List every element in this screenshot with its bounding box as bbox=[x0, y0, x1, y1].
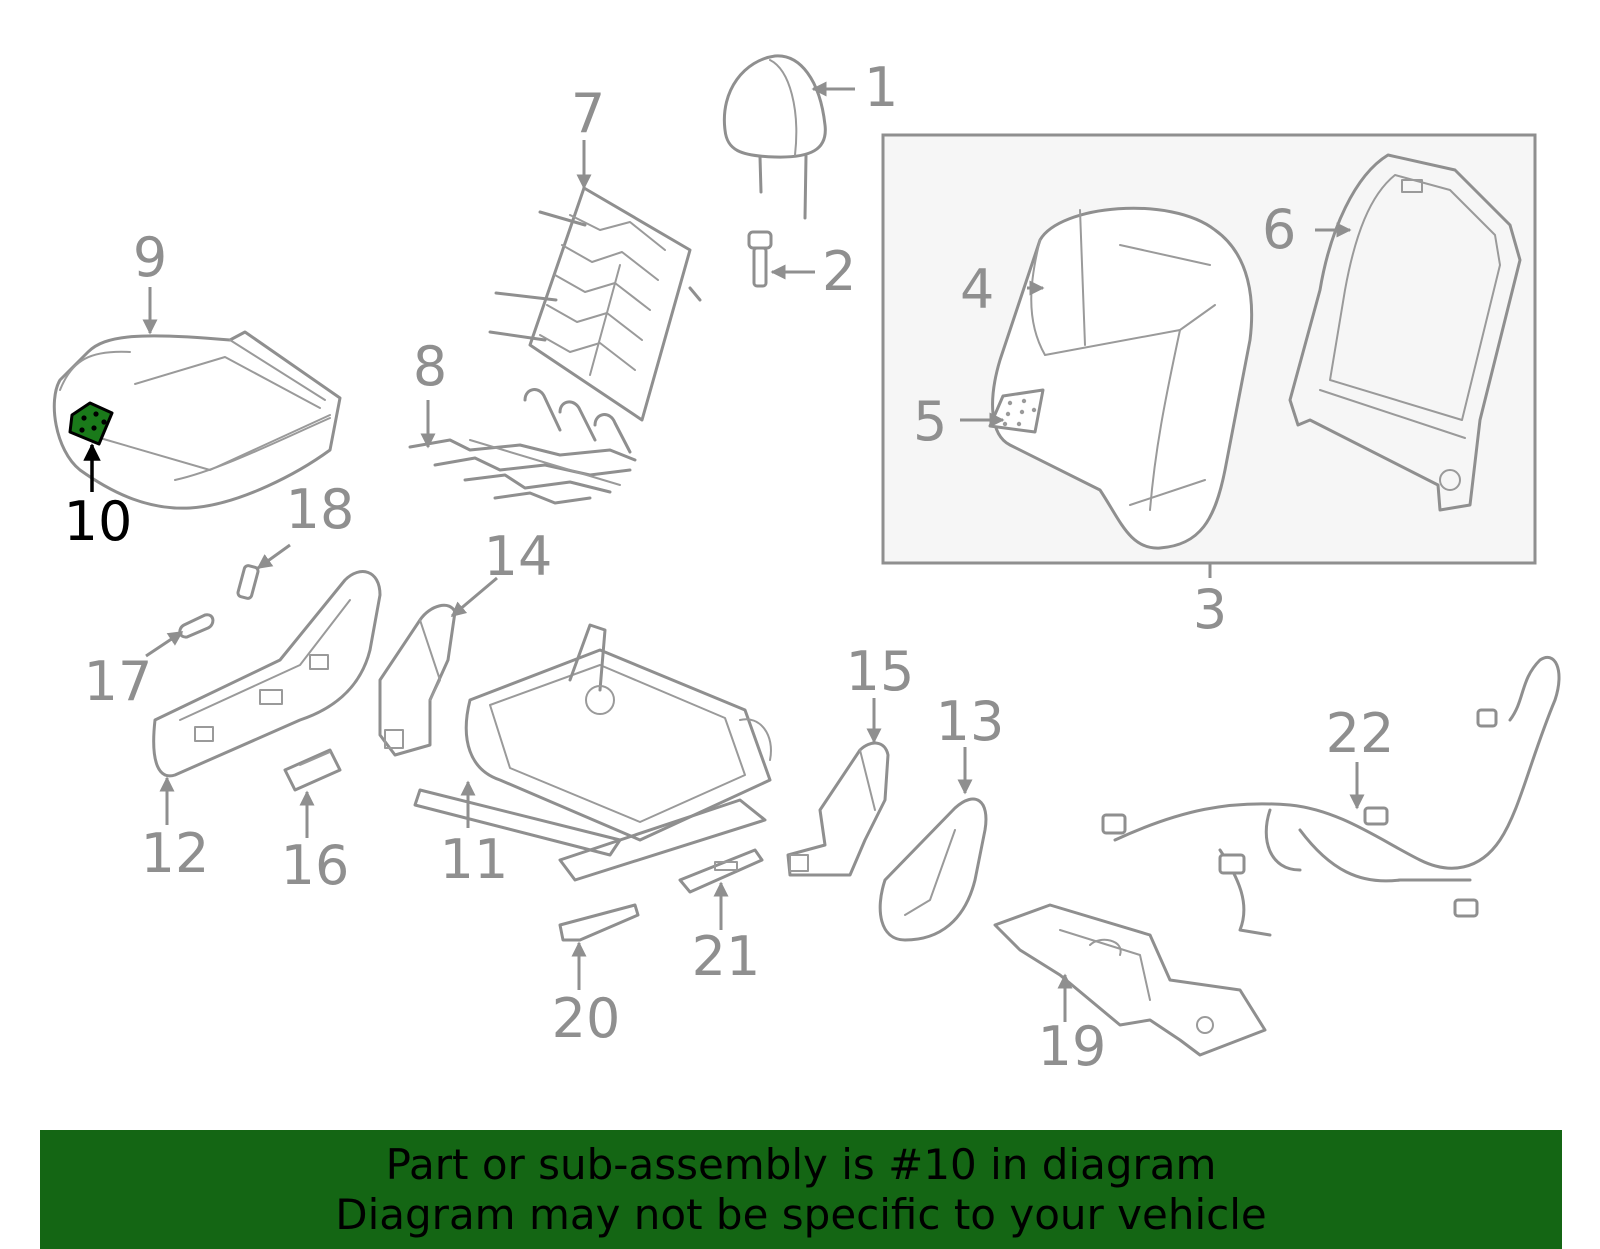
callout-8[interactable]: 8 bbox=[413, 335, 447, 398]
part-rail-cover-21[interactable] bbox=[678, 848, 764, 894]
callout-14[interactable]: 14 bbox=[484, 525, 553, 588]
part-bracket-20[interactable] bbox=[558, 903, 640, 942]
part-headrest[interactable] bbox=[722, 54, 827, 220]
part-wire-harness[interactable] bbox=[1101, 656, 1561, 937]
callout-11[interactable]: 11 bbox=[440, 828, 509, 891]
callout-4[interactable]: 4 bbox=[960, 258, 994, 321]
info-banner: Part or sub-assembly is #10 in diagram D… bbox=[40, 1130, 1562, 1249]
callout-17[interactable]: 17 bbox=[84, 650, 153, 713]
callout-6[interactable]: 6 bbox=[1262, 198, 1296, 261]
callout-15[interactable]: 15 bbox=[846, 640, 915, 703]
callout-2[interactable]: 2 bbox=[822, 240, 856, 303]
callout-7[interactable]: 7 bbox=[571, 82, 605, 145]
callout-18[interactable]: 18 bbox=[286, 478, 355, 541]
callout-5[interactable]: 5 bbox=[913, 390, 947, 453]
part-assembly-19[interactable] bbox=[993, 903, 1267, 1057]
callout-9[interactable]: 9 bbox=[133, 226, 167, 289]
part-side-shield[interactable] bbox=[152, 570, 382, 778]
callout-12[interactable]: 12 bbox=[141, 822, 210, 885]
part-cushion-covering[interactable] bbox=[52, 330, 342, 510]
part-switch-knob[interactable] bbox=[236, 564, 260, 600]
banner-line-disclaimer: Diagram may not be specific to your vehi… bbox=[335, 1189, 1267, 1239]
callout-21[interactable]: 21 bbox=[692, 925, 761, 988]
callout-16[interactable]: 16 bbox=[281, 834, 350, 897]
part-inner-bracket[interactable] bbox=[786, 741, 890, 877]
leader-lines bbox=[83, 81, 1365, 1022]
banner-line-part-number: Part or sub-assembly is #10 in diagram bbox=[385, 1139, 1217, 1189]
part-back-covering[interactable] bbox=[991, 206, 1254, 550]
callout-20[interactable]: 20 bbox=[552, 987, 621, 1050]
part-back-spring-mat[interactable] bbox=[488, 186, 702, 422]
part-headrest-guide[interactable] bbox=[747, 230, 773, 288]
callout-3[interactable]: 3 bbox=[1193, 578, 1227, 641]
callout-labels: 1 2 3 4 5 6 7 8 9 10 11 12 13 14 15 16 1… bbox=[64, 56, 1395, 1078]
callout-19[interactable]: 19 bbox=[1038, 1015, 1107, 1078]
part-seat-frame[interactable] bbox=[413, 623, 772, 882]
part-side-bracket[interactable] bbox=[378, 603, 457, 757]
part-10-highlighted[interactable] bbox=[68, 401, 114, 446]
part-switch[interactable] bbox=[283, 748, 342, 792]
callout-22[interactable]: 22 bbox=[1326, 702, 1395, 765]
part-inner-cover[interactable] bbox=[878, 797, 988, 942]
part-seat-spring[interactable] bbox=[408, 388, 637, 505]
part-knob[interactable] bbox=[178, 613, 215, 639]
part-back-frame[interactable] bbox=[1288, 153, 1522, 512]
callout-10-highlighted[interactable]: 10 bbox=[64, 490, 133, 553]
callout-13[interactable]: 13 bbox=[936, 690, 1005, 753]
callout-1[interactable]: 1 bbox=[864, 56, 898, 119]
